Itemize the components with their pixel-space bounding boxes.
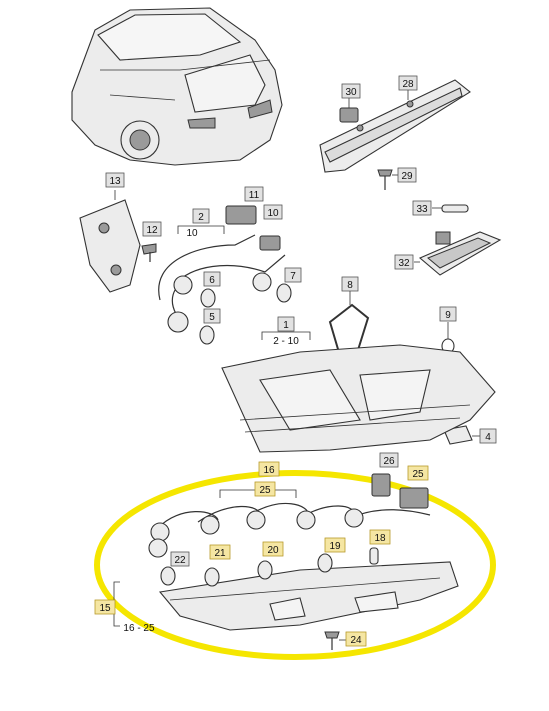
svg-text:24: 24 — [350, 635, 362, 646]
svg-text:19: 19 — [329, 541, 341, 552]
part-4-pad — [443, 425, 473, 445]
callout-15: 15 16 - 25 — [94, 599, 155, 634]
part-10-plug — [259, 235, 281, 251]
svg-text:11: 11 — [249, 190, 260, 201]
svg-text:2: 2 — [198, 212, 204, 223]
callout-13: 13 — [105, 172, 125, 188]
callout-32: 32 — [394, 254, 414, 270]
svg-text:21: 21 — [214, 548, 226, 559]
svg-text:33: 33 — [416, 204, 428, 215]
svg-text:30: 30 — [345, 87, 357, 98]
part-16-harness — [148, 502, 431, 558]
callout-18: 18 — [369, 529, 391, 545]
part-1-tail-light — [221, 344, 496, 453]
callout-28: 28 — [398, 75, 418, 91]
svg-text:28: 28 — [402, 79, 414, 90]
part-15-tail-light-lower — [158, 561, 459, 631]
callout-5: 5 — [203, 308, 221, 324]
svg-text:20: 20 — [267, 545, 279, 556]
svg-text:6: 6 — [209, 275, 215, 286]
part-29-screw — [377, 169, 393, 190]
svg-text:1: 1 — [283, 320, 289, 331]
callout-26: 26 — [379, 452, 399, 468]
callout-1: 1 2 - 10 — [273, 316, 299, 347]
part-32-license-plate-light — [418, 231, 502, 276]
part-33-bulb — [441, 204, 469, 213]
svg-text:22: 22 — [174, 555, 186, 566]
part-12-screw — [141, 243, 157, 262]
svg-text:16: 16 — [263, 465, 275, 476]
part-24-screw — [324, 631, 340, 650]
svg-text:16 - 25: 16 - 25 — [123, 623, 155, 634]
callout-21: 21 — [209, 544, 231, 560]
callout-12: 12 — [142, 221, 162, 237]
callout-7: 7 — [284, 267, 302, 283]
callout-2: 2 10 — [177, 208, 225, 239]
callout-6: 6 — [203, 271, 221, 287]
svg-text:26: 26 — [383, 456, 395, 467]
callout-4: 4 — [479, 428, 497, 444]
callout-10: 10 — [263, 204, 283, 220]
svg-text:12: 12 — [146, 225, 158, 236]
callout-30: 30 — [341, 83, 361, 99]
svg-text:29: 29 — [401, 171, 413, 182]
svg-text:32: 32 — [398, 258, 410, 269]
callout-25: 25 — [407, 465, 429, 481]
callout-11: 11 — [244, 186, 264, 202]
svg-text:25: 25 — [412, 469, 424, 480]
part-28-third-brake-light — [319, 79, 471, 173]
svg-text:10: 10 — [186, 228, 198, 239]
callout-19: 19 — [324, 537, 346, 553]
svg-text:25: 25 — [259, 485, 271, 496]
part-13-cover — [79, 199, 141, 293]
svg-text:2 - 10: 2 - 10 — [273, 336, 299, 347]
callout-8: 8 — [341, 276, 359, 292]
part-30-connector — [339, 107, 359, 123]
callout-29: 29 — [397, 167, 417, 183]
callout-24: 24 — [345, 631, 367, 647]
callout-9: 9 — [439, 306, 457, 322]
svg-text:4: 4 — [485, 432, 491, 443]
svg-text:15: 15 — [99, 603, 111, 614]
car-illustration — [71, 7, 283, 166]
svg-text:13: 13 — [109, 176, 121, 187]
svg-text:7: 7 — [290, 271, 296, 282]
bulbs-18-22 — [160, 547, 379, 587]
svg-text:10: 10 — [267, 208, 279, 219]
part-25-connector — [399, 487, 429, 509]
part-11-connector — [225, 205, 257, 225]
svg-text:9: 9 — [445, 310, 451, 321]
callout-16: 16 25 — [254, 461, 280, 497]
svg-text:8: 8 — [347, 280, 353, 291]
svg-text:18: 18 — [374, 533, 386, 544]
callout-33: 33 — [412, 200, 432, 216]
highlight-ring — [94, 470, 496, 660]
part-26-connector — [371, 473, 391, 497]
callout-20: 20 — [262, 541, 284, 557]
svg-text:5: 5 — [209, 312, 215, 323]
callout-22: 22 — [170, 551, 190, 567]
bulbs-5-6-7 — [199, 283, 292, 345]
part-10-harness — [158, 234, 286, 333]
